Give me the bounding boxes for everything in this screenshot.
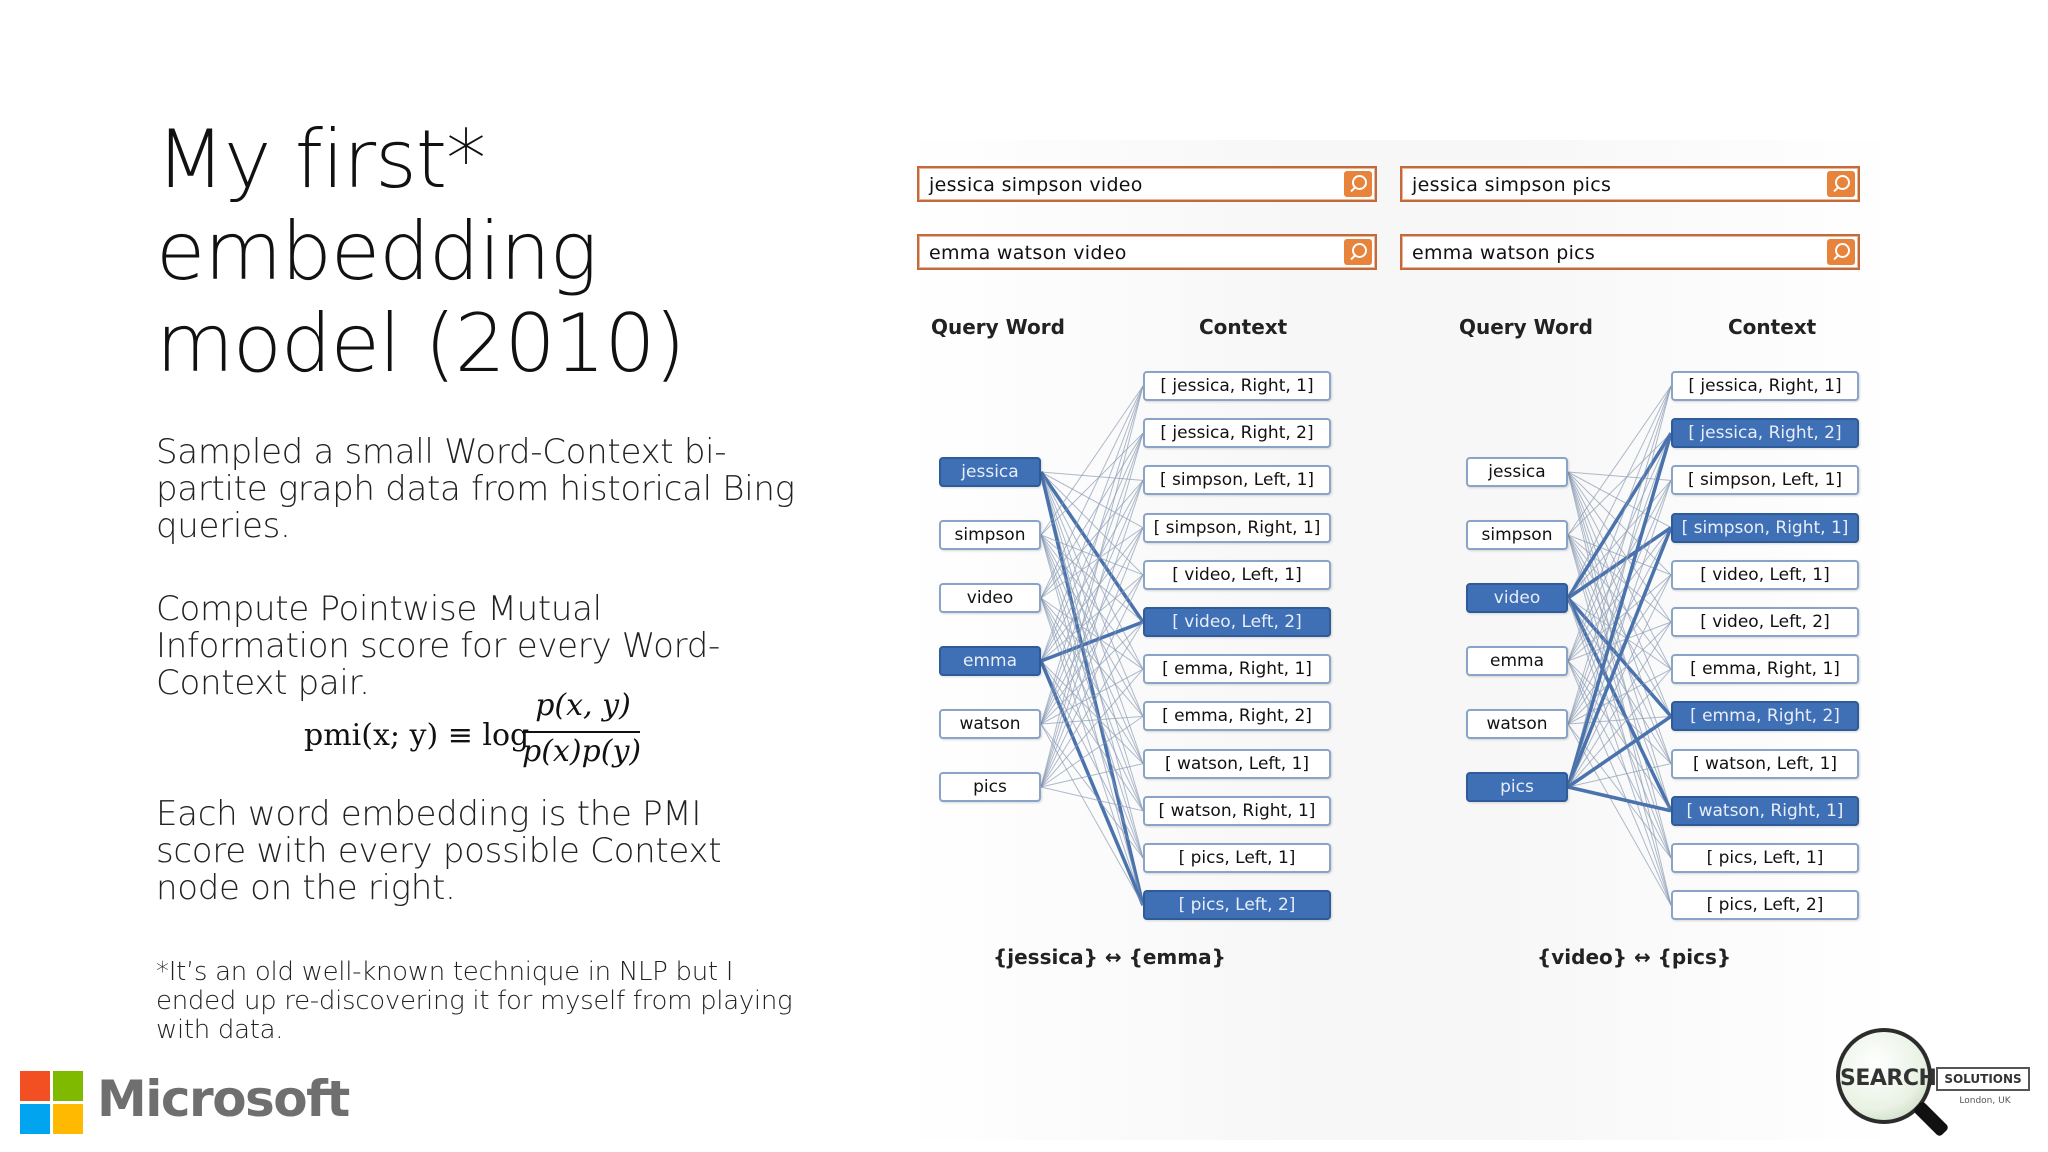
title-line-1: My first* <box>156 113 486 206</box>
query-word-node-left-watson: watson <box>939 709 1041 739</box>
badge-main-text: SEARCH <box>1840 1066 1937 1091</box>
cluster-caption-right: {video} ↔ {pics} <box>1537 945 1732 969</box>
context-node-right-10: [ watson, Right, 1] <box>1671 795 1859 826</box>
context-node-right-3: [ simpson, Left, 1] <box>1671 465 1859 496</box>
search-icon <box>1827 239 1855 265</box>
query-box-right-1: jessica simpson pics <box>1400 166 1860 202</box>
query-word-node-right-watson: watson <box>1466 709 1568 739</box>
query-word-node-left-jessica: jessica <box>939 457 1041 487</box>
search-solutions-logo: SEARCH SOLUTIONS London, UK <box>1830 1028 2040 1148</box>
context-node-left-8: [ emma, Right, 2] <box>1143 701 1331 732</box>
context-node-right-6: [ video, Left, 2] <box>1671 607 1859 637</box>
query-word-node-right-simpson: simpson <box>1466 520 1568 550</box>
search-icon <box>1827 171 1855 197</box>
query-word-node-left-video: video <box>939 583 1041 613</box>
query-text: emma watson pics <box>1412 242 1596 264</box>
title-line-2: embedding <box>156 205 598 298</box>
context-node-right-4: [ simpson, Right, 1] <box>1671 512 1859 543</box>
query-text: jessica simpson video <box>929 174 1143 196</box>
query-box-left-2: emma watson video <box>917 234 1377 270</box>
context-node-right-1: [ jessica, Right, 1] <box>1671 371 1859 401</box>
cluster-caption-left: {jessica} ↔ {emma} <box>993 945 1226 969</box>
microsoft-wordmark: Microsoft <box>97 1070 350 1128</box>
context-node-left-3: [ simpson, Left, 1] <box>1143 465 1331 496</box>
magnifier-lens-icon <box>1836 1028 1932 1124</box>
paragraph-embedding: Each word embedding is the PMI score wit… <box>156 794 722 908</box>
pmi-formula: pmi(x; y) ≡ log p(x, y) p(x)p(y) <box>300 688 660 780</box>
query-word-node-right-jessica: jessica <box>1466 457 1568 487</box>
query-word-node-left-simpson: simpson <box>939 520 1041 550</box>
context-node-left-12: [ pics, Left, 2] <box>1143 890 1331 921</box>
context-node-left-7: [ emma, Right, 1] <box>1143 654 1331 685</box>
slide-title: My first* embedding model (2010) <box>156 114 796 390</box>
heading-query-word-right: Query Word <box>1459 315 1593 339</box>
search-icon <box>1344 239 1372 265</box>
context-node-left-11: [ pics, Left, 1] <box>1143 843 1331 873</box>
context-node-right-7: [ emma, Right, 1] <box>1671 654 1859 685</box>
context-node-left-5: [ video, Left, 1] <box>1143 559 1331 590</box>
diagram-panel <box>900 140 1900 1140</box>
microsoft-logo-icon <box>20 1071 84 1135</box>
heading-query-word-left: Query Word <box>931 315 1065 339</box>
query-text: emma watson video <box>929 242 1127 264</box>
context-node-left-9: [ watson, Left, 1] <box>1143 748 1331 779</box>
badge-tag: SOLUTIONS <box>1936 1067 2030 1091</box>
context-node-right-9: [ watson, Left, 1] <box>1671 748 1859 779</box>
context-node-left-4: [ simpson, Right, 1] <box>1143 512 1331 543</box>
badge-subtext: London, UK <box>1959 1096 2011 1106</box>
query-word-node-right-video: video <box>1466 583 1568 613</box>
formula-denominator: p(x)p(y) <box>522 734 642 769</box>
context-node-left-2: [ jessica, Right, 2] <box>1143 418 1331 449</box>
query-word-node-right-pics: pics <box>1466 772 1568 802</box>
query-word-node-right-emma: emma <box>1466 646 1568 676</box>
magnifier-handle-icon <box>1912 1100 1950 1138</box>
formula-lhs: pmi(x; y) ≡ log <box>304 718 530 753</box>
formula-numerator: p(x, y) <box>535 688 631 723</box>
heading-context-right: Context <box>1728 315 1817 339</box>
context-node-right-5: [ video, Left, 1] <box>1671 559 1859 590</box>
footnote: *It’s an old well-known technique in NLP… <box>156 957 793 1045</box>
search-icon <box>1344 171 1372 197</box>
paragraph-sampling: Sampled a small Word-Context bi-partite … <box>156 432 795 546</box>
query-word-node-left-pics: pics <box>939 772 1041 802</box>
title-line-3: model (2010) <box>156 297 686 390</box>
context-node-left-1: [ jessica, Right, 1] <box>1143 371 1331 401</box>
context-node-right-8: [ emma, Right, 2] <box>1671 701 1859 732</box>
context-node-right-11: [ pics, Left, 1] <box>1671 843 1859 873</box>
paragraph-pmi: Compute Pointwise Mutual Information sco… <box>156 589 720 703</box>
heading-context-left: Context <box>1199 315 1288 339</box>
query-text: jessica simpson pics <box>1412 174 1612 196</box>
context-node-left-6: [ video, Left, 2] <box>1143 607 1331 637</box>
query-box-left-1: jessica simpson video <box>917 166 1377 202</box>
query-word-node-left-emma: emma <box>939 646 1041 676</box>
context-node-right-12: [ pics, Left, 2] <box>1671 890 1859 921</box>
context-node-left-10: [ watson, Right, 1] <box>1143 795 1331 826</box>
context-node-right-2: [ jessica, Right, 2] <box>1671 418 1859 449</box>
fraction-bar <box>522 731 640 733</box>
query-box-right-2: emma watson pics <box>1400 234 1860 270</box>
